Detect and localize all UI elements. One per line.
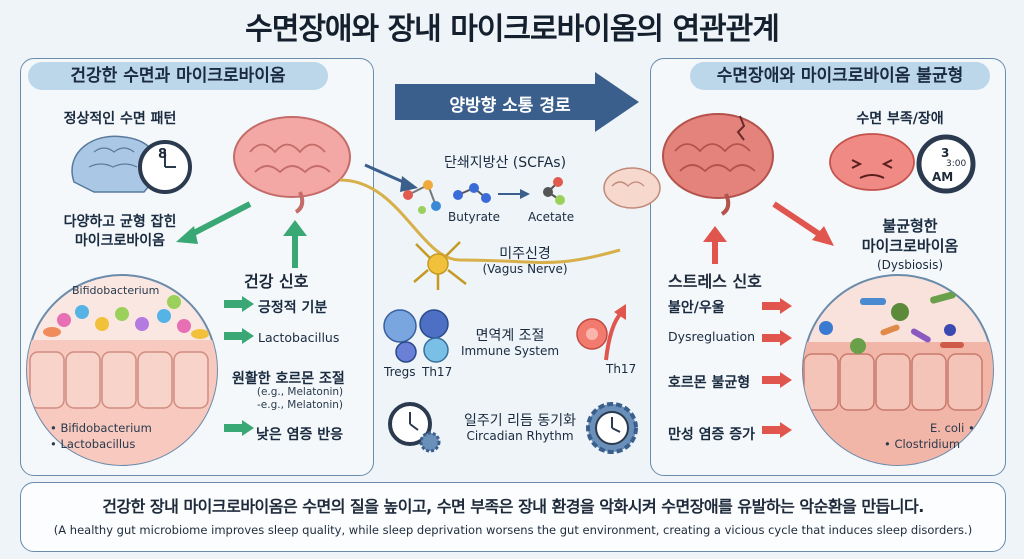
small-green-arrows (224, 296, 254, 436)
anxiety-depression-label: 불안/우울 (668, 300, 725, 316)
legend-text: E. coli (930, 421, 965, 435)
right-panel-header: 수면장애와 마이크로바이옴 불균형 (690, 62, 990, 90)
circadian-clock-icon (388, 402, 441, 453)
circadian-en: Circadian Rhythm (466, 429, 574, 443)
left-panel-header: 건강한 수면과 마이크로바이옴 (28, 62, 328, 90)
clock-icon (138, 140, 192, 194)
legend-text: Lactobacillus (60, 437, 136, 451)
normal-sleep-label: 정상적인 수면 패턴 (63, 111, 177, 127)
hormone-imbalance-label: 호르몬 불균형 (668, 375, 751, 391)
scfa-label: 단쇄지방산 (SCFAs) (443, 155, 567, 171)
dysregulation-label: Dysregluation (668, 329, 756, 344)
arrow-brain-to-gut (176, 201, 252, 244)
arrow-gut-to-brain (283, 220, 307, 268)
circadian-label: 일주기 리듬 동기화 (464, 413, 576, 429)
immune-cells-icon (383, 309, 449, 363)
page-title: 수면장애와 장내 마이크로바이옴의 연관관계 (245, 12, 780, 47)
legend-text: Clostridium (894, 437, 961, 451)
neuron-icon (413, 241, 467, 290)
summary-korean: 건강한 장내 마이크로바이옴은 수면의 질을 높이고, 수면 부족은 장내 환경… (102, 497, 924, 516)
healthy-microbiome-label: 다양하고 균형 잡힌 마이크로바이옴 (63, 214, 177, 249)
tregs-label: Tregs (384, 365, 416, 379)
legend-text: Bifidobacterium (60, 421, 152, 435)
immune-label: 면역계 조절 (475, 328, 545, 344)
chronic-inflammation-label: 만성 염증 증가 (668, 427, 756, 443)
healthy-gut-legend-1: • Bifidobacterium (50, 421, 152, 435)
damaged-brain-icon (662, 113, 774, 216)
sleep-loss-label: 수면 부족/장애 (856, 111, 944, 127)
health-signal-label: 건강 신호 (244, 272, 309, 291)
th17-right-label: Th17 (606, 362, 637, 376)
night-clock-icon (916, 134, 976, 194)
dysbiosis-gut-illustration (802, 274, 994, 466)
imbalanced-microbiome-label: 불균형한 마이크로바이옴 (861, 217, 959, 255)
bidirectional-arrow (395, 72, 639, 132)
low-inflammation-label: 낮은 염증 반응 (256, 427, 344, 443)
red-up-arrow (703, 226, 727, 264)
immune-en: Immune System (460, 344, 560, 358)
dysbiosis-label: (Dysbiosis) (876, 258, 944, 272)
molecule-icons (403, 177, 565, 214)
stress-signal-label: 스트레스 신호 (668, 272, 762, 291)
healthy-gut-illustration (26, 274, 218, 466)
dysbiosis-legend-2: • Clostridium (884, 437, 961, 451)
summary-english: (A healthy gut microbiome improves sleep… (53, 523, 973, 537)
night-clock-hour: 3 (941, 146, 950, 160)
vagus-nerve-label: 미주신경 (499, 246, 551, 262)
summary-box: 건강한 장내 마이크로바이옴은 수면의 질을 높이고, 수면 부족은 장내 환경… (20, 482, 1006, 552)
positive-mood-label: 긍정적 기분 (258, 300, 328, 316)
red-down-arrow (772, 201, 834, 246)
hormone-example-1: (e.g., Melatonin) (256, 386, 344, 398)
lactobacillus-label: Lactobacillus (258, 330, 340, 345)
hormone-regulation-label: 원활한 호르몬 조절 (232, 371, 345, 387)
acetate-label: Acetate (528, 210, 575, 224)
small-red-arrows (762, 298, 792, 438)
healthy-brain-icon (233, 116, 351, 214)
healthy-gut-legend-2: • Lactobacillus (50, 437, 136, 451)
butyrate-label: Butyrate (448, 210, 501, 224)
th17-cell-icon (576, 318, 608, 350)
vagus-nerve-en: (Vagus Nerve) (482, 262, 568, 276)
gear-clock-icon (586, 402, 638, 454)
gut-bacteria-label: Bifidobacterium (72, 284, 160, 297)
th17-label: Th17 (422, 365, 453, 379)
small-brain-icon (603, 167, 661, 209)
night-clock-ampm: AM (932, 170, 954, 184)
gold-vagus-curve (339, 163, 621, 264)
stressed-head-icon (829, 133, 915, 191)
hormone-example-2: -e.g., Melatonin) (257, 399, 343, 411)
clock-time: 8 (158, 147, 168, 162)
th17-up-arrow (604, 304, 626, 361)
dysbiosis-legend-1: E. coli • (930, 421, 975, 435)
night-clock-time: 3:00 (946, 159, 967, 169)
bidirectional-arrow-label: 양방향 소통 경로 (449, 96, 571, 116)
